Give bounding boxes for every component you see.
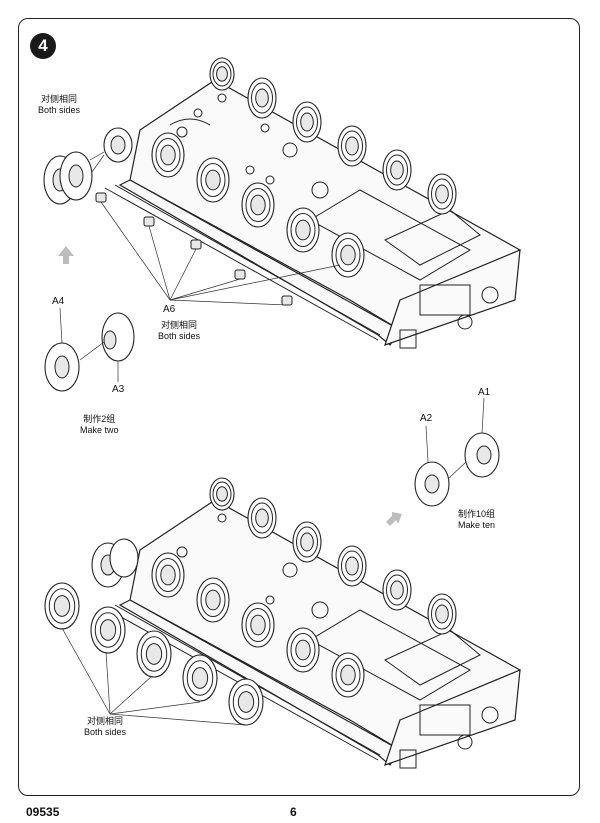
top-hull-assembly	[104, 79, 521, 349]
road-wheel-icon	[292, 101, 322, 143]
drive-sprocket-icon	[209, 57, 235, 91]
road-wheel-icon	[382, 569, 412, 611]
note-en: Make ten	[458, 520, 496, 530]
road-wheel-icon	[136, 630, 172, 678]
road-wheel-icon	[44, 582, 80, 630]
top-sprocket-note: 对侧相同 Both sides	[38, 94, 80, 116]
sprocket-subassembly-a4-a3	[44, 307, 135, 392]
bottom-hull-assembly	[104, 499, 521, 769]
road-wheel-icon	[241, 602, 275, 648]
page-number: 6	[290, 805, 297, 819]
road-wheel-icon	[427, 593, 457, 635]
road-wheel-icon	[292, 521, 322, 563]
step-number-badge: 4	[30, 33, 56, 59]
bottom-hull-drive-sprocket	[91, 538, 139, 588]
road-wheel-icon	[196, 157, 230, 203]
road-wheel-icon	[247, 77, 277, 119]
note-en: Both sides	[84, 727, 127, 737]
bottom-far-side-road-wheels	[209, 477, 457, 635]
part-label-a1: A1	[478, 387, 491, 398]
part-label-a3: A3	[112, 384, 125, 395]
note-cn: 对侧相同	[41, 94, 78, 104]
bottom-exploded-road-wheels	[44, 582, 264, 726]
note-cn: 制作10组	[458, 509, 496, 519]
road-wheel-icon	[151, 132, 185, 178]
note-cn: 对侧相同	[161, 320, 198, 330]
note-cn: 对侧相同	[87, 716, 124, 726]
road-wheel-icon	[241, 182, 275, 228]
road-wheel-icon	[337, 125, 367, 167]
top-far-side-road-wheels	[209, 57, 457, 215]
road-wheel-icon	[228, 678, 264, 726]
road-wheel-icon	[427, 173, 457, 215]
top-hull-drive-sprocket	[89, 127, 133, 163]
road-wheel-icon	[90, 606, 126, 654]
road-wheel-icon	[382, 149, 412, 191]
bottom-leader-lines	[61, 627, 247, 726]
direction-arrow-icon	[386, 512, 402, 526]
top-near-side-road-wheels	[151, 132, 365, 278]
road-wheel-icon	[151, 552, 185, 598]
make-two-note: 制作2组 Make two	[80, 414, 119, 436]
bottom-near-side-road-wheels	[151, 552, 365, 698]
note-cn: 制作2组	[83, 414, 116, 424]
note-en: Both sides	[38, 105, 81, 115]
road-wheel-icon	[331, 232, 365, 278]
bottom-both-sides-note: 对侧相同 Both sides	[84, 716, 126, 738]
road-wheel-icon	[286, 207, 320, 253]
note-en: Make two	[80, 425, 119, 435]
note-en: Both sides	[158, 331, 201, 341]
road-wheel-icon	[247, 497, 277, 539]
road-wheel-subassembly-a2-a1	[414, 397, 500, 507]
road-wheel-icon	[182, 654, 218, 702]
page-frame	[18, 18, 580, 796]
part-label-a2: A2	[420, 413, 433, 424]
part-label-a6: A6	[163, 304, 176, 315]
top-roadwheel-note: 对侧相同 Both sides	[158, 320, 200, 342]
road-wheel-axle-caps	[95, 192, 341, 306]
kit-number: 09535	[26, 805, 60, 819]
road-wheel-icon	[331, 652, 365, 698]
drive-sprocket-icon	[209, 477, 235, 511]
exploded-sprocket-pair	[43, 151, 105, 205]
part-label-a4: A4	[52, 296, 65, 307]
direction-arrow-icon	[58, 246, 74, 264]
road-wheel-icon	[286, 627, 320, 673]
road-wheel-icon	[337, 545, 367, 587]
make-ten-note: 制作10组 Make ten	[458, 509, 495, 531]
road-wheel-icon	[196, 577, 230, 623]
